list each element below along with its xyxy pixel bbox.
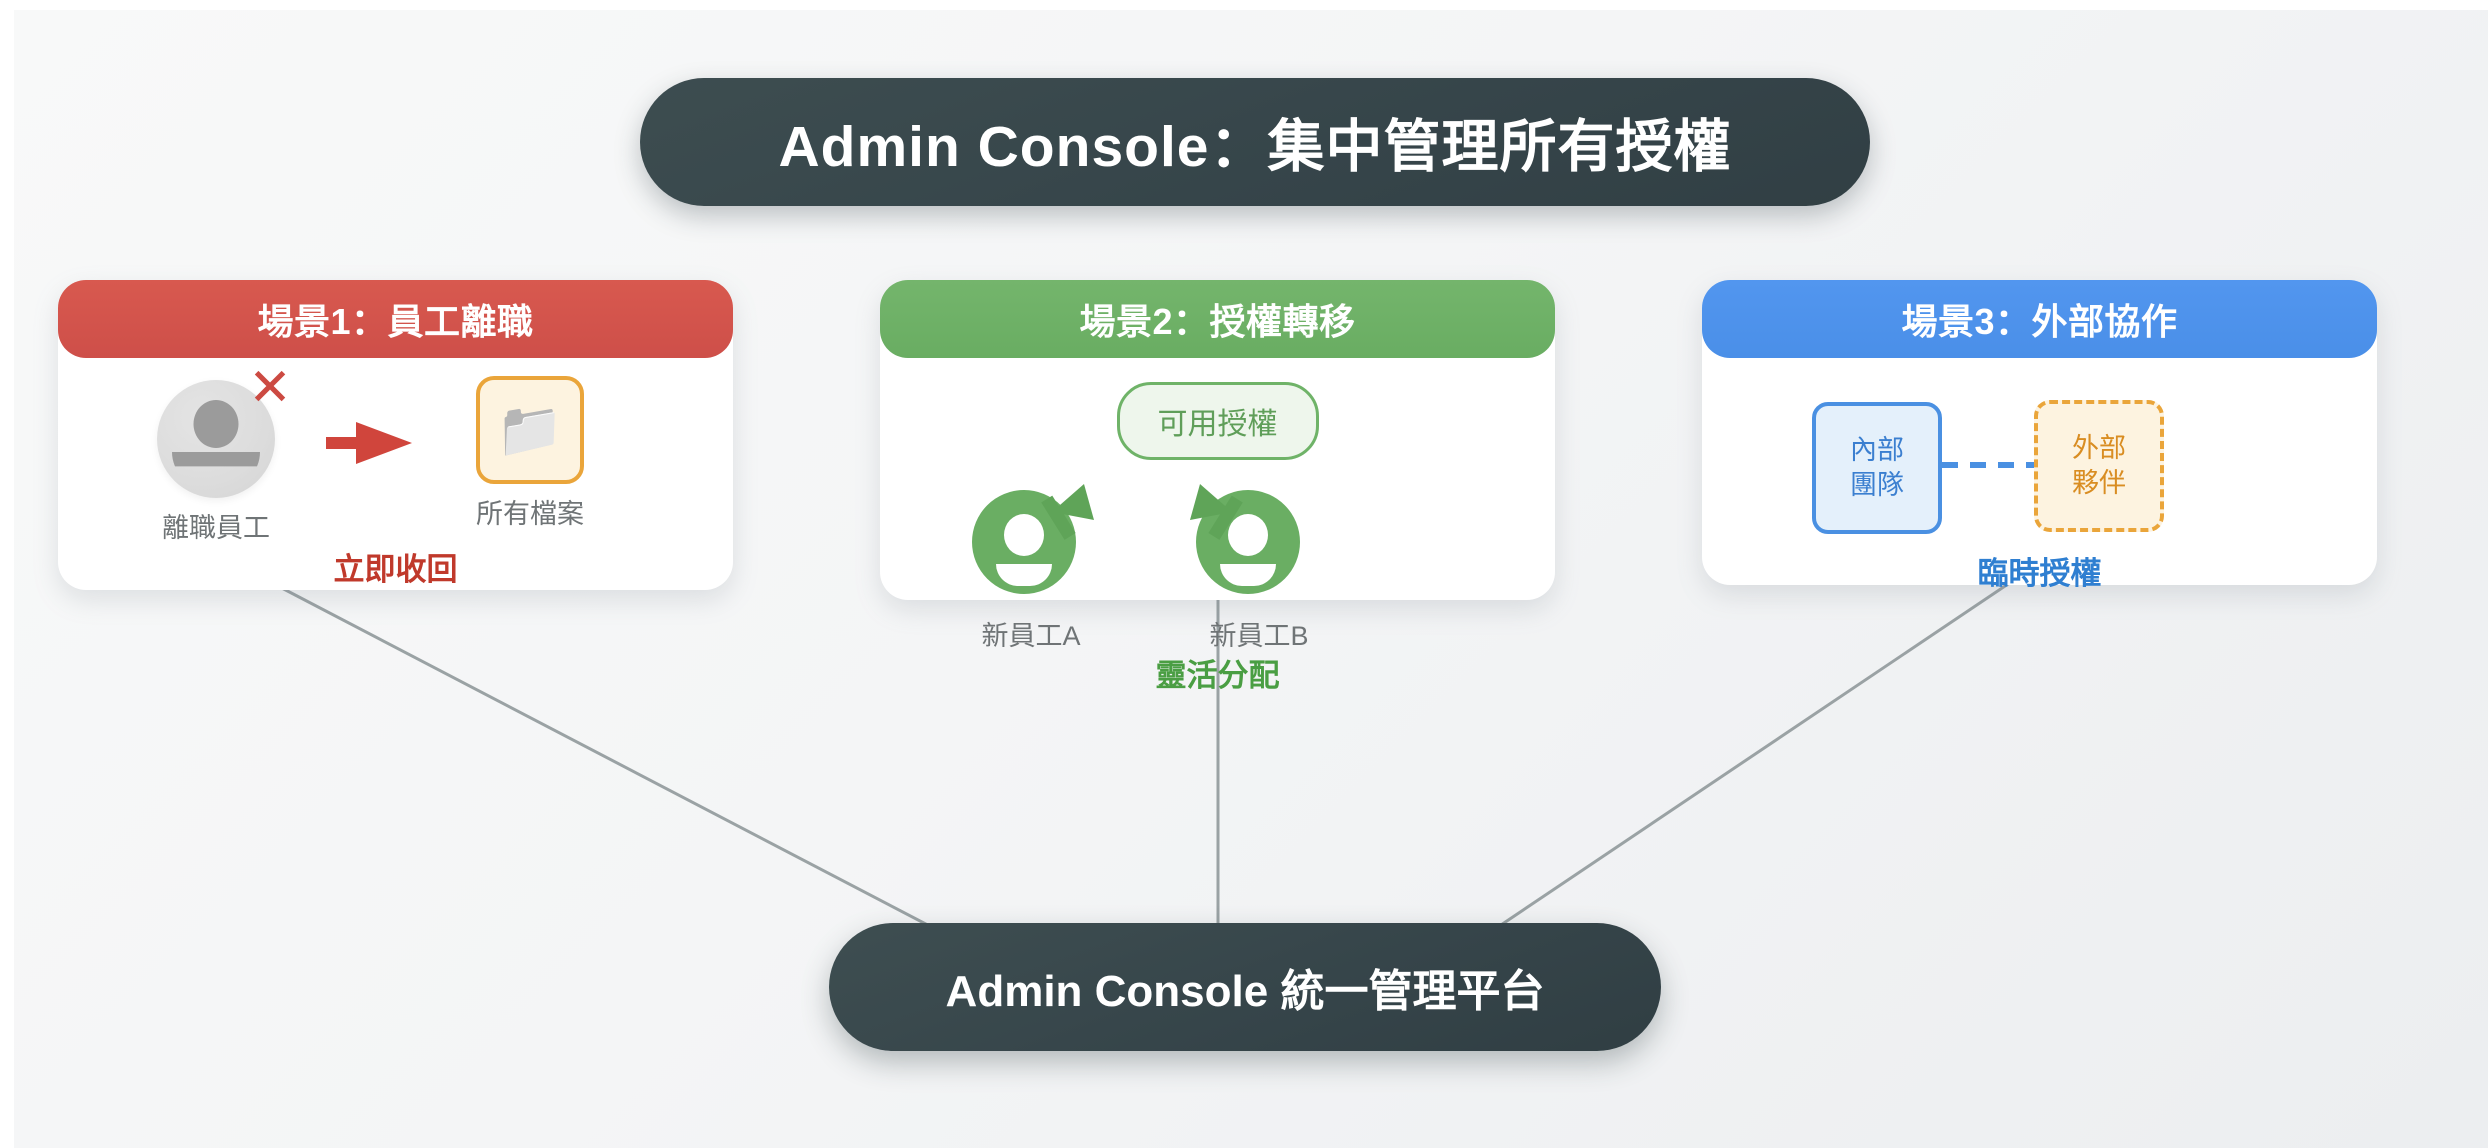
avatar-head: [1004, 514, 1044, 556]
node-new-employee-b-label: 新員工B: [1209, 621, 1309, 651]
dashed-link-icon: [1942, 462, 2038, 468]
transfer-arrow-icon-b: [1190, 484, 1243, 540]
platform-node: Admin Console 統一管理平台: [829, 923, 1661, 1051]
avatar-shoulders: [172, 452, 260, 467]
avatar-shoulders: [1220, 564, 1276, 586]
scenario-card-3-body: 內部團隊 外部夥伴 臨時授權: [1702, 358, 2377, 591]
scenario-card-2-body: 可用授權 新員工A: [880, 358, 1555, 693]
scenario-card-2[interactable]: 場景2：授權轉移 可用授權: [880, 280, 1555, 693]
node-new-employee-a: 新員工A: [936, 606, 1126, 653]
scenario-card-2-footer: 靈活分配: [1155, 658, 1280, 693]
scenario-card-1-footer: 立即收回: [333, 552, 458, 587]
avatar-shoulders: [996, 564, 1052, 586]
page-title: Admin Console：集中管理所有授權: [778, 115, 1732, 179]
files-box: 📁: [476, 376, 584, 484]
scenario-card-1-title: 場景1：員工離職: [257, 301, 534, 342]
folder-icon: 📁: [496, 400, 564, 460]
scenario-card-2-header: 場景2：授權轉移: [880, 280, 1555, 358]
page-title-pill: Admin Console：集中管理所有授權: [640, 78, 1870, 206]
internal-team-box: 內部團隊: [1812, 402, 1942, 534]
transfer-arrow-icon-a: [1041, 484, 1094, 540]
scenario-card-3-header: 場景3：外部協作: [1702, 280, 2377, 358]
platform-node-title: Admin Console 統一管理平台: [945, 967, 1545, 1016]
avatar-head: [193, 400, 239, 448]
internal-team-label: 內部團隊: [1850, 435, 1904, 500]
node-all-files-label: 所有檔案: [476, 499, 584, 529]
scenario-card-3-title: 場景3：外部協作: [1901, 301, 2178, 342]
node-departing-employee: ✕ 離職員工: [116, 362, 316, 545]
diagram-canvas: Admin Console：集中管理所有授權 場景1：員工離職 ✕ 離職員工: [14, 10, 2488, 1148]
scenario-card-2-title: 場景2：授權轉移: [1079, 301, 1356, 342]
available-license-pill: 可用授權: [1116, 382, 1319, 460]
scenario-card-3[interactable]: 場景3：外部協作 內部團隊 外部夥伴 臨時授權: [1702, 280, 2377, 591]
user-avatar-icon: [157, 380, 275, 498]
external-partner-label: 外部夥伴: [2072, 433, 2126, 498]
node-departing-employee-label: 離職員工: [162, 513, 270, 543]
node-new-employee-b: 新員工B: [1164, 606, 1354, 653]
connector-lines: [275, 578, 2015, 972]
node-all-files: 📁 所有檔案: [430, 376, 630, 531]
node-new-employee-a-label: 新員工A: [981, 621, 1081, 651]
scenario-card-1[interactable]: 場景1：員工離職 ✕ 離職員工 📁 所有檔案 立即收回: [58, 280, 733, 590]
scenario-card-3-footer: 臨時授權: [1977, 556, 2102, 591]
user-green-icon-b: [1190, 476, 1320, 606]
arrow-right-icon: [326, 422, 412, 464]
scenario-card-1-body: ✕ 離職員工 📁 所有檔案 立即收回: [58, 358, 733, 590]
revoke-x-icon: ✕: [248, 359, 292, 417]
user-green-icon-a: [966, 476, 1096, 606]
scenario-card-1-header: 場景1：員工離職: [58, 280, 733, 358]
avatar-head: [1228, 514, 1268, 556]
external-partner-box: 外部夥伴: [2034, 400, 2164, 532]
